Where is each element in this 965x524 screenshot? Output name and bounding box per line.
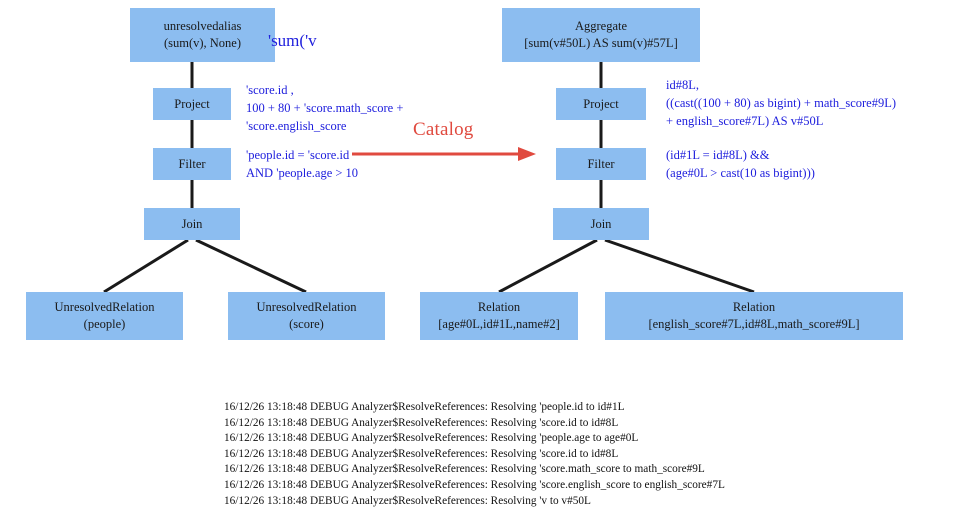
edge-join-score	[195, 238, 307, 294]
node-right-join[interactable]: Join	[553, 208, 649, 240]
node-aggregate-line1: Aggregate	[574, 19, 628, 34]
node-relation-people[interactable]: Relation [age#0L,id#1L,name#2]	[420, 292, 578, 340]
node-aggregate[interactable]: Aggregate [sum(v#50L) AS sum(v)#57L]	[502, 8, 700, 62]
node-right-project[interactable]: Project	[556, 88, 646, 120]
log-line: 16/12/26 13:18:48 DEBUG Analyzer$Resolve…	[224, 463, 705, 476]
edge-join-relation-score	[604, 238, 755, 294]
log-line: 16/12/26 13:18:48 DEBUG Analyzer$Resolve…	[224, 416, 619, 429]
log-line: 16/12/26 13:18:48 DEBUG Analyzer$Resolve…	[224, 478, 725, 491]
annotation-right-project: id#8L, ((cast((100 + 80) as bigint) + ma…	[666, 78, 897, 129]
catalog-transform-label: Catalog	[413, 119, 474, 140]
node-unresolvedrelation-score[interactable]: UnresolvedRelation (score)	[228, 292, 385, 340]
catalog-arrow-head	[518, 147, 536, 161]
node-unresolvedalias[interactable]: unresolvedalias (sum(v), None)	[130, 8, 275, 62]
node-right-filter[interactable]: Filter	[556, 148, 646, 180]
node-unresolvedrelation-score-line1: UnresolvedRelation	[256, 300, 357, 315]
node-right-filter-label: Filter	[587, 156, 615, 171]
node-unresolvedrelation-people[interactable]: UnresolvedRelation (people)	[26, 292, 183, 340]
annotation-left-project: 'score.id , 100 + 80 + 'score.math_score…	[246, 83, 404, 134]
node-relation-people-line1: Relation	[477, 300, 521, 315]
log-line: 16/12/26 13:18:48 DEBUG Analyzer$Resolve…	[224, 494, 591, 507]
node-unresolvedalias-line1: unresolvedalias	[163, 19, 242, 34]
log-line: 16/12/26 13:18:48 DEBUG Analyzer$Resolve…	[224, 401, 625, 413]
annotation-left-filter: 'people.id = 'score.id AND 'people.age >…	[246, 148, 359, 181]
edge-join-relation-people	[498, 238, 598, 294]
log-line: 16/12/26 13:18:48 DEBUG Analyzer$Resolve…	[224, 447, 619, 460]
node-unresolvedalias-line2: (sum(v), None)	[163, 36, 242, 50]
analyzer-log-output: 16/12/26 13:18:48 DEBUG Analyzer$Resolve…	[224, 400, 924, 509]
node-left-filter-label: Filter	[178, 156, 206, 171]
node-left-join-label: Join	[181, 216, 203, 231]
node-unresolvedrelation-score-line2: (score)	[289, 317, 324, 331]
annotation-right-filter: (id#1L = id#8L) && (age#0L > cast(10 as …	[666, 148, 815, 181]
annotation-unresolvedalias: 'sum('v	[268, 31, 317, 50]
node-unresolvedrelation-people-line1: UnresolvedRelation	[54, 300, 155, 315]
node-aggregate-line2: [sum(v#50L) AS sum(v)#57L]	[524, 36, 678, 50]
node-left-join[interactable]: Join	[144, 208, 240, 240]
node-right-project-label: Project	[583, 96, 619, 111]
node-right-join-label: Join	[590, 216, 612, 231]
node-unresolvedrelation-people-line2: (people)	[83, 317, 126, 331]
edge-join-people	[103, 238, 189, 294]
log-line: 16/12/26 13:18:48 DEBUG Analyzer$Resolve…	[224, 432, 639, 445]
node-relation-score-line2: [english_score#7L,id#8L,math_score#9L]	[648, 317, 860, 331]
node-left-filter[interactable]: Filter	[153, 148, 231, 180]
node-left-project[interactable]: Project	[153, 88, 231, 120]
node-relation-score-line1: Relation	[732, 300, 776, 315]
node-relation-people-line2: [age#0L,id#1L,name#2]	[438, 317, 560, 331]
node-left-project-label: Project	[174, 96, 210, 111]
node-relation-score[interactable]: Relation [english_score#7L,id#8L,math_sc…	[605, 292, 903, 340]
